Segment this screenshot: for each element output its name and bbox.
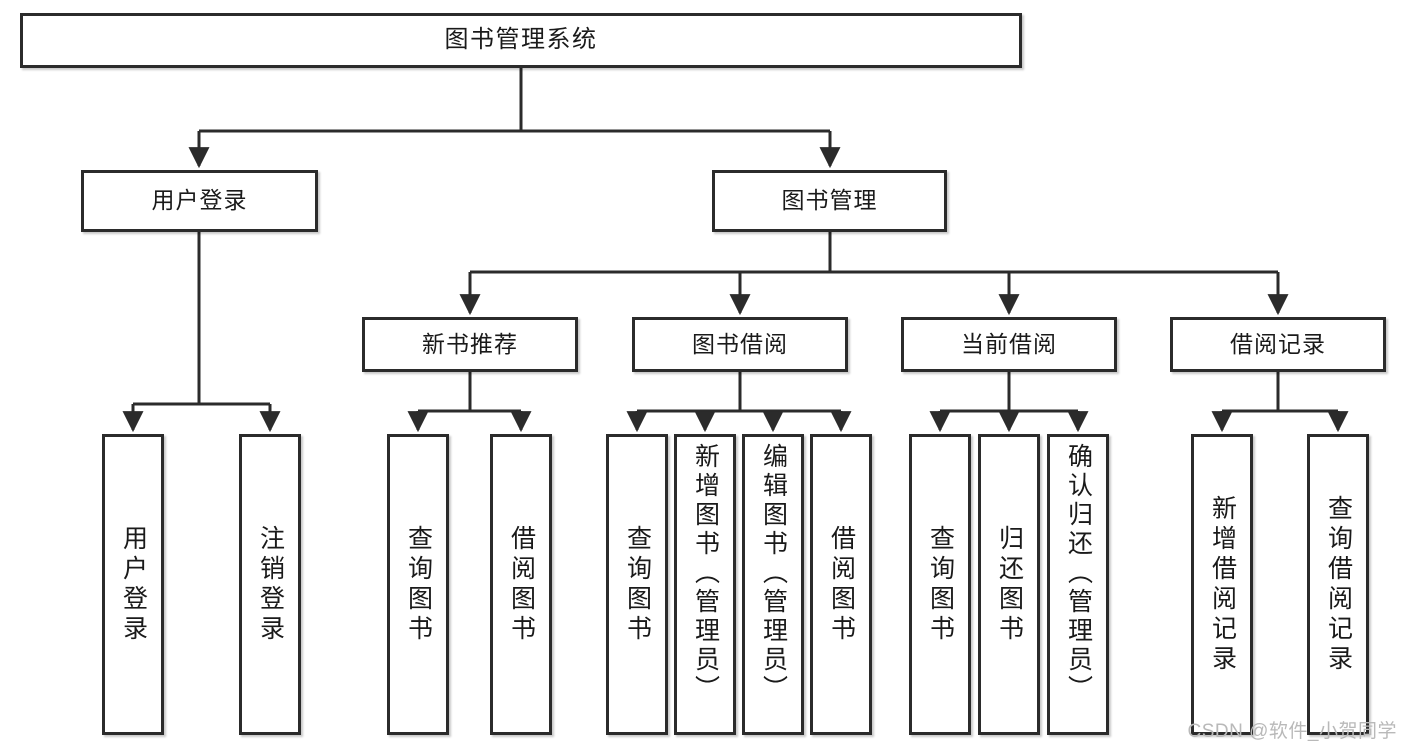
node-label: 当前借阅 <box>961 330 1057 357</box>
node-label: 新书推荐 <box>422 330 518 357</box>
node-label: 图书管理 <box>781 187 878 214</box>
node-label: 图书借阅 <box>692 330 788 357</box>
leaf-new-book-borrow-book[interactable]: 借阅图书 <box>490 434 552 735</box>
leaf-new-book-query-book[interactable]: 查询图书 <box>387 434 449 735</box>
node-borrow-record[interactable]: 借阅记录 <box>1170 317 1386 372</box>
node-label: 查询借阅记录 <box>1324 494 1353 675</box>
node-book-borrow[interactable]: 图书借阅 <box>632 317 848 372</box>
node-current-borrow[interactable]: 当前借阅 <box>901 317 1117 372</box>
leaf-book-borrow-borrow-book[interactable]: 借阅图书 <box>810 434 872 735</box>
node-label: 查询图书 <box>623 524 652 645</box>
leaf-user-login-login[interactable]: 用户登录 <box>102 434 164 735</box>
node-label: 新增借阅记录 <box>1208 494 1237 675</box>
leaf-user-login-logout[interactable]: 注销登录 <box>239 434 301 735</box>
node-user-login[interactable]: 用户登录 <box>81 170 318 232</box>
leaf-borrow-record-add-record[interactable]: 新增借阅记录 <box>1191 434 1253 735</box>
node-label: 注销登录 <box>256 524 285 645</box>
leaf-book-borrow-add-book-admin[interactable]: 新增图书（管理员） <box>674 434 736 735</box>
node-label: 借阅记录 <box>1230 330 1326 357</box>
node-label: 确认归还（管理员） <box>1064 443 1093 704</box>
node-label: 编辑图书（管理员） <box>759 443 788 704</box>
node-book-management[interactable]: 图书管理 <box>712 170 947 232</box>
node-label: 用户登录 <box>119 524 148 645</box>
node-label: 新增图书（管理员） <box>691 443 720 704</box>
leaf-book-borrow-edit-book-admin[interactable]: 编辑图书（管理员） <box>742 434 804 735</box>
node-label: 图书管理系统 <box>444 26 598 54</box>
leaf-book-borrow-query-book[interactable]: 查询图书 <box>606 434 668 735</box>
node-label: 借阅图书 <box>827 524 856 645</box>
node-label: 借阅图书 <box>507 524 536 645</box>
node-label: 查询图书 <box>926 524 955 645</box>
leaf-current-borrow-return-book[interactable]: 归还图书 <box>978 434 1040 735</box>
node-label: 用户登录 <box>151 187 248 214</box>
node-root-book-management-system[interactable]: 图书管理系统 <box>20 13 1022 68</box>
leaf-current-borrow-query-book[interactable]: 查询图书 <box>909 434 971 735</box>
leaf-current-borrow-confirm-return-admin[interactable]: 确认归还（管理员） <box>1047 434 1109 735</box>
leaf-borrow-record-query-record[interactable]: 查询借阅记录 <box>1307 434 1369 735</box>
node-new-book-recommend[interactable]: 新书推荐 <box>362 317 578 372</box>
node-label: 归还图书 <box>995 524 1024 645</box>
node-label: 查询图书 <box>404 524 433 645</box>
